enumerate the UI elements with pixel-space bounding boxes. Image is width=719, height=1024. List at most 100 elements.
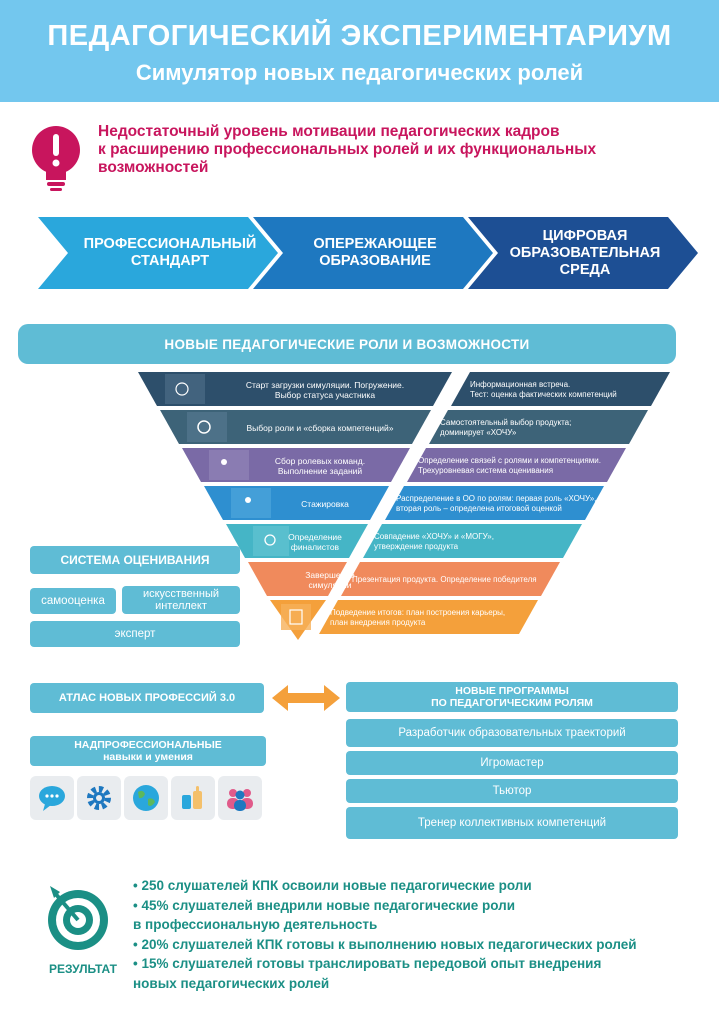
step-text: Старт загрузки симуляции. Погружение.	[245, 380, 405, 390]
step-text: Тест: оценка фактических компетенций	[470, 390, 617, 399]
chat-bubble-icon	[30, 776, 74, 820]
step-text: доминирует «ХОЧУ»	[440, 428, 517, 437]
step-text: Трехуровневая система оценивания	[418, 466, 554, 475]
funnel-band-6	[248, 562, 347, 596]
people-icon-glyph	[245, 497, 251, 503]
problem-line: к расширению профессиональных ролей и их…	[98, 141, 597, 158]
skills-label: НАДПРОФЕССИОНАЛЬНЫЕ	[74, 739, 222, 751]
step-3-left: Сбор ролевых команд.Выполнение заданий	[245, 450, 395, 482]
arrow-label: СРЕДА	[559, 261, 611, 278]
step-4-left: Стажировка	[270, 488, 380, 520]
step-text: Информационная встреча.	[470, 380, 571, 389]
step-1-right: Информационная встреча.Тест: оценка факт…	[470, 374, 655, 406]
result-label: РЕЗУЛЬТАТ	[49, 962, 117, 976]
result-line: • 20% слушателей КПК готовы к выполнению…	[133, 936, 637, 952]
globe-icon	[124, 776, 168, 820]
self-assessment-pill: самооценка	[30, 588, 116, 614]
right-band-7	[319, 600, 538, 634]
arrow-label: ЦИФРОВАЯ	[542, 227, 628, 244]
step-text: утверждение продукта	[374, 542, 459, 551]
step-text: симуляции	[308, 580, 352, 590]
programs-title: НОВЫЕ ПРОГРАММЫ ПО ПЕДАГОГИЧЕСКИМ РОЛЯМ	[346, 682, 678, 712]
programs-title-line: ПО ПЕДАГОГИЧЕСКИМ РОЛЯМ	[431, 697, 593, 709]
alert-bulb-icon	[28, 122, 84, 192]
result-line: новых педагогических ролей	[133, 975, 330, 991]
result-line: • 15% слушателей готовы транслировать пе…	[133, 956, 602, 971]
roles-title-bar: НОВЫЕ ПЕДАГОГИЧЕСКИЕ РОЛИ И ВОЗМОЖНОСТИ	[18, 324, 676, 364]
step-text: Выполнение заданий	[277, 466, 363, 476]
target-icon	[42, 880, 114, 952]
network-icon-glyph	[175, 382, 189, 396]
settings-people-icon-glyph	[264, 534, 276, 546]
step-text: Презентация продукта. Определение победи…	[352, 575, 537, 584]
result-line: • 250 слушателей КПК освоили новые педаг…	[133, 878, 532, 893]
gears-icon-glyph	[197, 420, 211, 434]
problem-line: возможностей	[98, 159, 209, 176]
step-text: финалистов	[290, 542, 340, 552]
group-icon	[218, 776, 262, 820]
step-text: Завершение	[305, 570, 355, 580]
step-2-right: Самостоятельный выбор продукта;доминируе…	[440, 412, 640, 444]
funnel-band-1	[138, 372, 452, 406]
checklist-icon-glyph	[289, 609, 303, 625]
atlas-pill: АТЛАС НОВЫХ ПРОФЕССИЙ 3.0	[30, 683, 264, 713]
roles-funnel	[138, 372, 670, 640]
program-item: Игромастер	[346, 751, 678, 775]
step-text: Стажировка	[301, 499, 349, 509]
expert-pill: эксперт	[30, 621, 240, 647]
step-text: Выбор роли и «сборка компетенций»	[246, 423, 394, 433]
settings-people-icon	[253, 526, 289, 556]
step-text: Определение связей с ролями и компетенци…	[418, 456, 601, 465]
chevron-3	[468, 217, 698, 289]
program-item: Тренер коллективных компетенций	[346, 807, 678, 839]
arrow-chevrons	[38, 217, 698, 289]
step-text: Совпадение «ХОЧУ» и «МОГУ»,	[374, 532, 494, 541]
checklist-icon	[281, 604, 311, 630]
result-line: в профессиональную деятельность	[133, 917, 378, 932]
arrow-label: СТАНДАРТ	[130, 253, 210, 269]
right-band-2	[429, 410, 648, 444]
evaluation-title: СИСТЕМА ОЦЕНИВАНИЯ	[30, 546, 240, 574]
arrow-label: ОБРАЗОВАНИЕ	[319, 253, 431, 269]
double-arrow-icon	[272, 685, 340, 711]
step-text: вторая роль – определена итоговой оценко…	[396, 504, 562, 513]
page-title: ПЕДАГОГИЧЕСКИЙ ЭКСПЕРИМЕНТАРИУМ	[47, 20, 672, 52]
problem-line: Недостаточный уровень мотивации педагоги…	[98, 123, 560, 140]
arrow-label: ОБРАЗОВАТЕЛЬНАЯ	[509, 244, 661, 261]
program-item: Разработчик образовательных траекторий	[346, 719, 678, 747]
team-icon-glyph	[221, 459, 227, 465]
right-band-3	[407, 448, 626, 482]
problem-statement: Недостаточный уровень мотивации педагоги…	[98, 123, 658, 177]
step-text: Самостоятельный выбор продукта;	[440, 418, 572, 427]
chevron-2	[253, 217, 493, 289]
people-icon	[231, 488, 271, 518]
right-band-5	[363, 524, 582, 558]
ai-label: интеллект	[155, 600, 207, 612]
skills-pill: НАДПРОФЕССИОНАЛЬНЫЕ навыки и умения	[30, 736, 266, 766]
step-4-right: Распределение в ОО по ролям: первая роль…	[396, 488, 606, 520]
gears-icon	[187, 412, 227, 442]
hands-icon	[171, 776, 215, 820]
step-text: Распределение в ОО по ролям: первая роль…	[396, 494, 597, 503]
step-text: Выбор статуса участника	[274, 390, 376, 400]
right-band-4	[385, 486, 604, 520]
network-icon	[165, 374, 205, 404]
results-list: • 250 слушателей КПК освоили новые педаг…	[133, 876, 693, 993]
page-header: ПЕДАГОГИЧЕСКИЙ ЭКСПЕРИМЕНТАРИУМ Симулято…	[0, 0, 719, 102]
page-subtitle: Симулятор новых педагогических ролей	[135, 60, 584, 85]
ai-label: искусственный	[142, 588, 220, 600]
ai-pill: искусственный интеллект	[122, 586, 240, 614]
step-6-right: Презентация продукта. Определение победи…	[352, 564, 552, 596]
programs-title-line: НОВЫЕ ПРОГРАММЫ	[455, 685, 569, 697]
step-text: план внедрения продукта	[330, 618, 426, 627]
result-line: • 45% слушателей внедрили новые педагоги…	[133, 897, 516, 913]
chevron-1	[38, 217, 278, 289]
step-text: Сбор ролевых команд.	[274, 456, 366, 466]
funnel-band-2	[160, 410, 431, 444]
step-3-right: Определение связей с ролями и компетенци…	[418, 450, 628, 482]
right-band-6	[341, 562, 560, 596]
program-item: Тьютор	[346, 779, 678, 803]
